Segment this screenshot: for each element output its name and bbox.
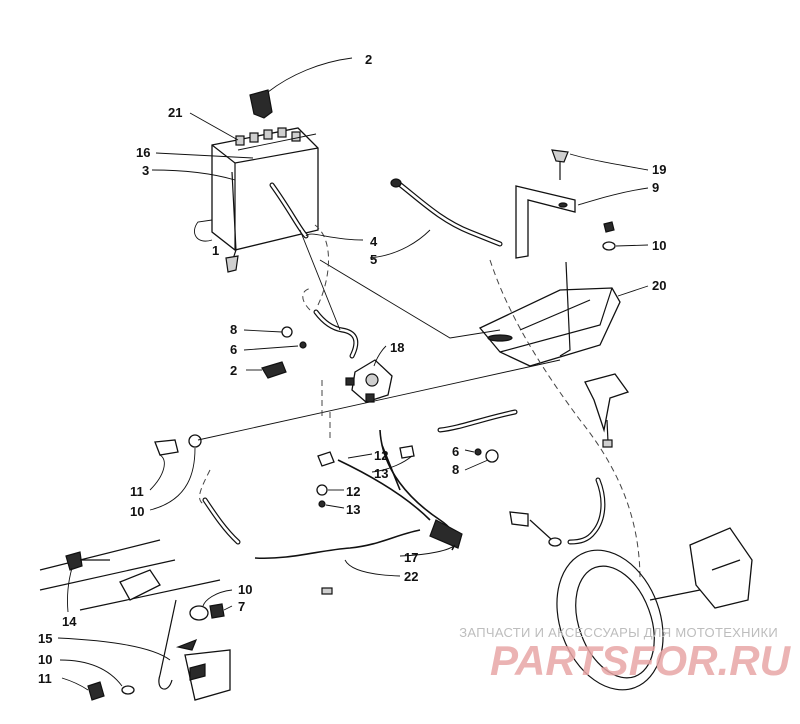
lower-bracket-assembly (39, 539, 231, 701)
callout-labels: 2 21 16 3 1 4 5 19 9 10 20 8 6 2 18 12 1… (38, 52, 666, 686)
callout-label: 13 (346, 502, 360, 517)
callout-label: 20 (652, 278, 666, 293)
callout-label: 18 (390, 340, 404, 355)
callout-label: 17 (404, 550, 418, 565)
terminal-cap (249, 89, 273, 119)
callout-label: 19 (652, 162, 666, 177)
callout-label: 1 (212, 243, 219, 258)
callout-label: 5 (370, 252, 377, 267)
callout-label: 10 (38, 652, 52, 667)
battery-hold-down-bracket (515, 185, 576, 259)
callout-label: 10 (238, 582, 252, 597)
battery (211, 127, 319, 251)
callout-label: 7 (238, 599, 245, 614)
watermark-brand: PARTSFOR.RU (490, 637, 792, 684)
callout-label: 6 (230, 342, 237, 357)
battery-tray (478, 287, 621, 367)
callout-label: 15 (38, 631, 52, 646)
watermark: ЗАПЧАСТИ И АКСЕССУАРЫ ДЛЯ МОТОТЕХНИКИ PA… (459, 625, 791, 684)
callout-label: 10 (130, 504, 144, 519)
callout-label: 22 (404, 569, 418, 584)
leader-lines (57, 57, 649, 691)
callout-label: 14 (62, 614, 77, 629)
solenoid (345, 359, 393, 403)
callout-label: 6 (452, 444, 459, 459)
callout-label: 12 (346, 484, 360, 499)
callout-label: 12 (374, 448, 388, 463)
watermark-tagline: ЗАПЧАСТИ И АКСЕССУАРЫ ДЛЯ МОТОТЕХНИКИ (459, 625, 778, 640)
callout-label: 8 (230, 322, 237, 337)
lower-right-assembly (556, 527, 753, 691)
wing-nut (551, 149, 569, 180)
callout-label: 13 (374, 466, 388, 481)
callout-label: 2 (365, 52, 372, 67)
callout-label: 3 (142, 163, 149, 178)
callout-label: 11 (130, 484, 144, 499)
callout-label: 4 (370, 234, 378, 249)
callout-label: 11 (38, 671, 52, 686)
callout-label: 21 (168, 105, 182, 120)
callout-label: 8 (452, 462, 459, 477)
battery-terminals (235, 127, 301, 146)
callout-label: 9 (652, 180, 659, 195)
callout-label: 10 (652, 238, 666, 253)
callout-label: 16 (136, 145, 150, 160)
callout-label: 2 (230, 363, 237, 378)
